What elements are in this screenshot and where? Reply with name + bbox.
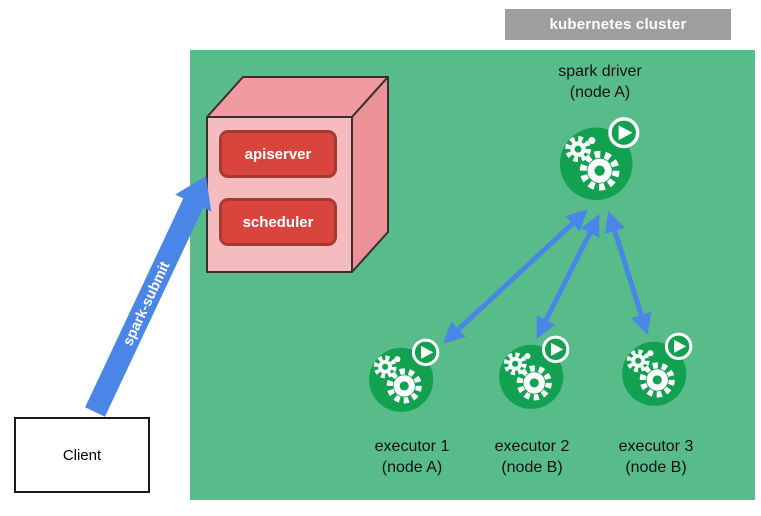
executor-2-node: (node B)	[501, 459, 563, 476]
gear-dot-icon	[394, 356, 401, 363]
gear-dot-icon	[588, 137, 596, 144]
gear-icon	[386, 368, 422, 404]
double-headed-arrow-icon	[604, 210, 652, 336]
gear-small-icon	[565, 136, 591, 163]
gear-icon	[579, 150, 620, 191]
spark-submit-arrow-icon: spark-submit	[85, 176, 212, 417]
gear-small-icon	[373, 355, 397, 379]
apiserver-box: apiserver	[219, 130, 337, 178]
spark-pod-icon	[499, 335, 570, 409]
apiserver-label: apiserver	[244, 145, 312, 163]
executor-3-node: (node B)	[625, 459, 687, 476]
spark-pod-icon	[369, 338, 440, 412]
double-headed-arrow-icon	[536, 214, 600, 339]
double-headed-arrow-icon	[443, 209, 588, 344]
executor-1-title: executor 1	[374, 438, 450, 455]
spark-driver-label: spark driver (node A)	[520, 61, 680, 103]
spark-submit-label: spark-submit	[120, 259, 173, 348]
spark-submit-arrow-shape	[85, 176, 212, 417]
play-icon	[664, 332, 693, 361]
executor-1-node: (node A)	[381, 459, 443, 476]
play-icon	[411, 338, 440, 367]
spark-driver-title: spark driver	[558, 63, 642, 80]
gear-icon	[639, 362, 675, 398]
spark-pod-icon	[622, 332, 693, 406]
driver-executor-links	[443, 209, 652, 344]
executor-3-title: executor 3	[618, 438, 694, 455]
play-icon	[541, 335, 570, 364]
scheduler-box: scheduler	[219, 198, 337, 246]
spark-driver-node: (node A)	[569, 84, 631, 101]
play-icon	[608, 117, 640, 149]
client-label: Client	[62, 446, 102, 464]
kubernetes-cluster-label: kubernetes cluster	[505, 9, 731, 40]
executor-2-label: executor 2 (node B)	[472, 436, 592, 478]
gear-icon	[516, 365, 552, 401]
gear-small-icon	[626, 349, 650, 373]
gear-small-icon	[503, 352, 527, 376]
executor-2-title: executor 2	[494, 438, 570, 455]
executor-1-label: executor 1 (node A)	[352, 436, 472, 478]
gear-dot-icon	[647, 350, 654, 357]
scheduler-label: scheduler	[242, 213, 314, 231]
client-box: Client	[14, 417, 150, 493]
gear-dot-icon	[524, 353, 531, 360]
executor-3-label: executor 3 (node B)	[596, 436, 716, 478]
spark-pod-icon	[559, 117, 640, 201]
